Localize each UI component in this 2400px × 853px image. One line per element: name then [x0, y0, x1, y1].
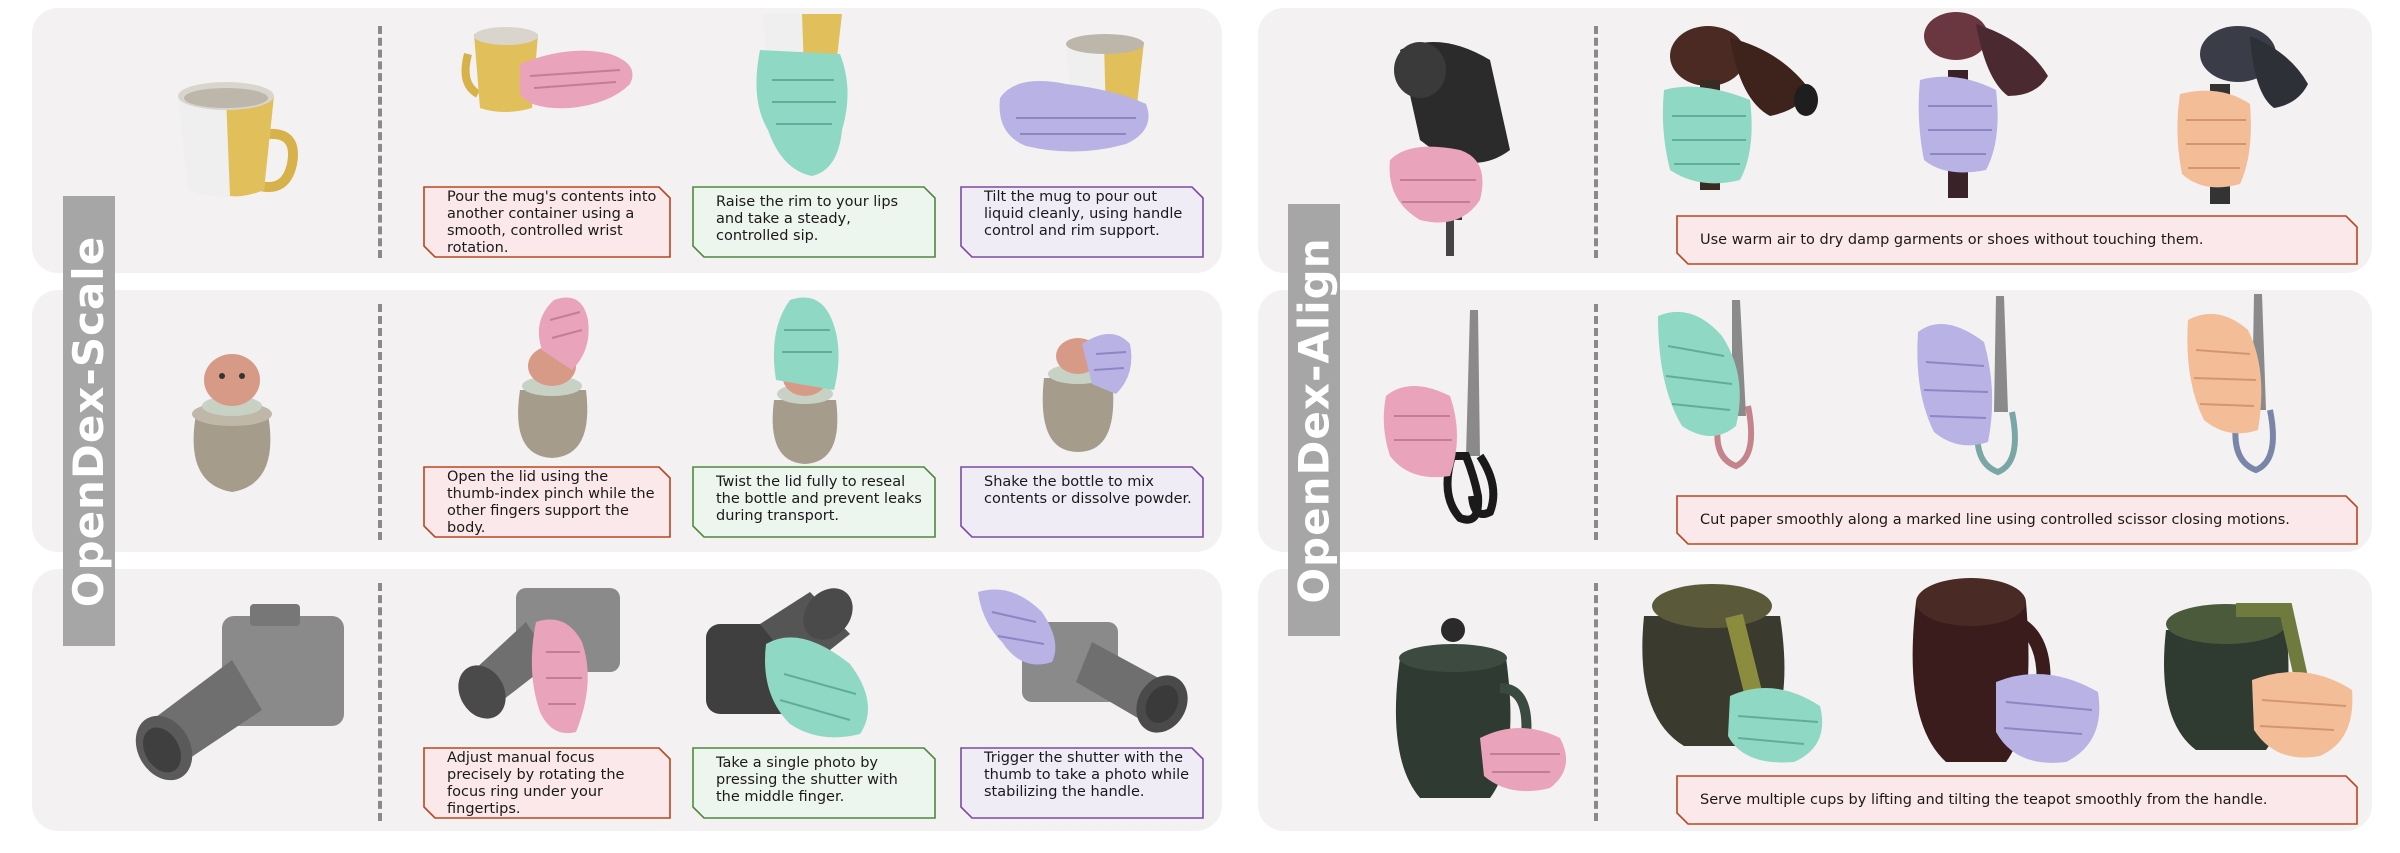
hair-dryer-caption: Use warm air to dry damp garments or sho…: [1676, 215, 2358, 265]
hair-dryer-lavender-hand-image: [1916, 10, 2052, 210]
camera-caption-green: Take a single photo by pressing the shut…: [692, 747, 936, 819]
mug-caption-green: Raise the rim to your lips and take a st…: [692, 186, 936, 258]
scissors-reference-image: [1380, 306, 1510, 536]
bottle-caption-green-text: Twist the lid fully to reseal the bottle…: [716, 474, 922, 524]
camera-caption-pink: Adjust manual focus precisely by rotatin…: [423, 747, 671, 819]
mug-caption-pink-text: Pour the mug's contents into another con…: [447, 189, 657, 256]
mug-mint-hand-image: [742, 10, 862, 182]
bottle-mint-hand-image: [760, 290, 850, 466]
scale-row-1-divider: [378, 26, 382, 258]
teapot-peach-hand-image: [2156, 580, 2356, 770]
camera-caption-pink-text: Adjust manual focus precisely by rotatin…: [447, 750, 625, 817]
bottle-reference-image: [180, 344, 284, 494]
mug-lavender-hand-image: [996, 34, 1160, 164]
align-row-2-divider: [1594, 304, 1598, 540]
camera-reference-image: [132, 600, 352, 790]
scissors-caption-text: Cut paper smoothly along a marked line u…: [1700, 511, 2290, 528]
mug-caption-purple: Tilt the mug to pour out liquid cleanly,…: [960, 186, 1204, 258]
camera-caption-green-text: Take a single photo by pressing the shut…: [716, 755, 898, 805]
opendex-scale-label: OpenDex-Scale: [63, 196, 115, 646]
scissors-mint-hand-image: [1652, 296, 1788, 492]
scissors-lavender-hand-image: [1914, 292, 2044, 482]
hair-dryer-peach-hand-image: [2170, 24, 2312, 212]
teapot-lavender-hand-image: [1906, 572, 2106, 770]
hair-dryer-caption-text: Use warm air to dry damp garments or sho…: [1700, 231, 2204, 248]
align-row-1-divider: [1594, 26, 1598, 258]
hair-dryer-mint-hand-image: [1660, 20, 1820, 202]
mug-reference-image: [166, 74, 306, 204]
teapot-caption: Serve multiple cups by lifting and tilti…: [1676, 775, 2358, 825]
bottle-lavender-hand-image: [1032, 324, 1136, 454]
bottle-caption-purple: Shake the bottle to mix contents or diss…: [960, 466, 1204, 538]
mug-caption-purple-text: Tilt the mug to pour out liquid cleanly,…: [984, 189, 1183, 239]
scissors-peach-hand-image: [2178, 290, 2310, 490]
opendex-scale-title: OpenDex-Scale: [64, 235, 114, 607]
camera-caption-purple-text: Trigger the shutter with the thumb to ta…: [984, 750, 1190, 800]
bottle-caption-pink-text: Open the lid using the thumb-index pinch…: [447, 469, 655, 536]
scale-row-3-divider: [378, 583, 382, 821]
teapot-caption-text: Serve multiple cups by lifting and tilti…: [1700, 791, 2268, 808]
teapot-reference-image: [1380, 608, 1580, 808]
mug-caption-pink: Pour the mug's contents into another con…: [423, 186, 671, 258]
bottle-caption-purple-text: Shake the bottle to mix contents or diss…: [984, 474, 1192, 507]
camera-caption-purple: Trigger the shutter with the thumb to ta…: [960, 747, 1204, 819]
bottle-caption-pink: Open the lid using the thumb-index pinch…: [423, 466, 671, 538]
camera-pink-hand-image: [456, 582, 626, 742]
opendex-align-label: OpenDex-Align: [1288, 204, 1340, 636]
teapot-mint-hand-image: [1634, 576, 1834, 766]
bottle-pink-hand-image: [502, 290, 604, 460]
camera-lavender-hand-image: [972, 582, 1196, 742]
align-row-3-divider: [1594, 583, 1598, 821]
mug-pink-hand-image: [460, 24, 646, 124]
mug-caption-green-text: Raise the rim to your lips and take a st…: [716, 194, 899, 244]
opendex-align-title: OpenDex-Align: [1289, 236, 1339, 604]
scale-row-2-divider: [378, 304, 382, 540]
camera-mint-hand-image: [700, 584, 884, 744]
bottle-caption-green: Twist the lid fully to reseal the bottle…: [692, 466, 936, 538]
scissors-caption: Cut paper smoothly along a marked line u…: [1676, 495, 2358, 545]
hair-dryer-reference-image: [1380, 30, 1520, 260]
